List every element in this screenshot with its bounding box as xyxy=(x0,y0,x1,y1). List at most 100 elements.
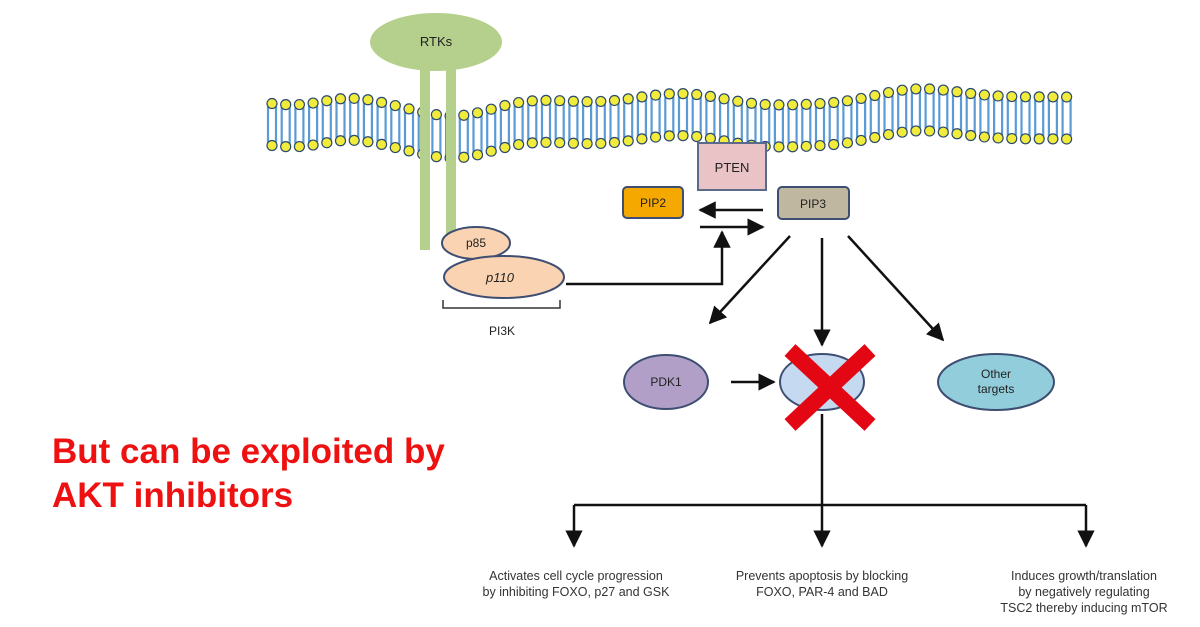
lipid-head xyxy=(841,137,854,149)
outcome-apoptosis-line2: FOXO, PAR-4 and BAD xyxy=(756,585,888,599)
lipid-head xyxy=(649,131,662,143)
lipid-head xyxy=(362,136,374,148)
other-targets-node: Other targets xyxy=(937,353,1055,411)
lipid-head xyxy=(608,94,621,107)
lipid-head xyxy=(458,109,470,121)
lipid-head xyxy=(403,145,415,157)
lipid-head xyxy=(1019,133,1032,145)
cell-membrane xyxy=(266,83,1073,164)
lipid-head xyxy=(636,133,648,145)
lipid-head xyxy=(992,90,1004,102)
lipid-head xyxy=(376,138,388,150)
lipid-head xyxy=(595,95,607,108)
lipid-head xyxy=(554,137,566,149)
lipid-head xyxy=(608,136,621,149)
lipid-head xyxy=(1060,133,1073,145)
lipid-head xyxy=(1033,133,1045,145)
lipid-head xyxy=(376,96,388,108)
lipid-head xyxy=(266,97,278,110)
lipid-head xyxy=(636,91,648,103)
other-targets-label-line1: Other xyxy=(981,367,1011,381)
lipid-head xyxy=(677,88,689,100)
outcome-cell-cycle-line2: by inhibiting FOXO, p27 and GSK xyxy=(483,585,671,599)
outcome-growth-line1: Induces growth/translation xyxy=(1011,569,1157,583)
lipid-head xyxy=(293,140,305,153)
lipid-head xyxy=(622,135,634,147)
lipid-head xyxy=(882,86,895,99)
receptor-stalk-left xyxy=(420,58,430,250)
lipid-head xyxy=(499,141,511,154)
pip2-node: PIP2 xyxy=(622,186,684,219)
lipid-head xyxy=(951,86,963,98)
p110-to-conversion-arrow xyxy=(566,230,731,286)
lipid-head xyxy=(704,132,717,144)
pten-label: PTEN xyxy=(715,160,750,175)
other-targets-label-line2: targets xyxy=(978,382,1015,396)
akt-inhibition-cross xyxy=(784,344,876,431)
lipid-head xyxy=(622,93,634,105)
lipid-head xyxy=(293,98,305,111)
lipid-head xyxy=(896,84,908,96)
outcome-apoptosis-line1: Prevents apoptosis by blocking xyxy=(736,569,908,583)
p110-ellipse xyxy=(443,255,565,299)
outcome-growth-line2: by negatively regulating xyxy=(1018,585,1149,599)
lipid-head xyxy=(691,88,703,101)
lipid-head xyxy=(1006,132,1018,145)
pten-box xyxy=(697,142,767,191)
pdk1-ellipse xyxy=(623,354,709,410)
rtks-ellipse xyxy=(370,13,502,71)
lipid-head xyxy=(554,95,566,107)
lipid-head xyxy=(266,139,278,152)
lipid-head xyxy=(800,140,812,152)
outcome-cell-cycle-line1: Activates cell cycle progression xyxy=(489,569,663,583)
lipid-head xyxy=(814,97,826,110)
lipid-head xyxy=(718,93,730,105)
receptor-stalk-right xyxy=(446,58,456,240)
lipid-head xyxy=(910,83,922,95)
lipid-head xyxy=(1006,90,1018,103)
lipid-head xyxy=(512,96,525,109)
lipid-head xyxy=(321,95,333,107)
lipid-head xyxy=(430,151,442,163)
pi3k-complex: p85 p110 PI3K xyxy=(441,226,565,338)
lipid-head xyxy=(471,149,484,161)
lipid-head xyxy=(965,129,977,142)
lipid-head xyxy=(869,131,881,144)
lipid-head xyxy=(732,95,744,107)
lipid-head xyxy=(348,134,360,146)
pdk1-node: PDK1 xyxy=(623,354,709,410)
lipid-head xyxy=(923,125,936,137)
headline-line2: AKT inhibitors xyxy=(52,476,294,515)
pip2-box xyxy=(622,186,684,219)
lipid-head xyxy=(937,126,949,138)
lipid-head xyxy=(841,95,854,107)
lipid-head xyxy=(280,99,292,111)
lipid-head xyxy=(937,84,949,96)
lipid-head xyxy=(567,137,580,149)
lipid-head xyxy=(430,109,442,121)
p85-label: p85 xyxy=(466,236,486,250)
lipid-head xyxy=(992,132,1004,144)
lipid-head xyxy=(567,95,580,107)
lipid-head xyxy=(540,94,552,106)
lipid-head xyxy=(581,138,593,150)
lipid-head xyxy=(814,139,826,152)
lipid-head xyxy=(704,90,717,102)
lipid-head xyxy=(1033,91,1045,103)
lipid-head xyxy=(828,96,840,109)
lipid-head xyxy=(348,92,360,104)
lipid-head xyxy=(581,96,593,108)
other-targets-ellipse xyxy=(937,353,1055,411)
lipid-head xyxy=(773,141,785,153)
lipid-head xyxy=(485,103,497,115)
lipid-head xyxy=(649,89,662,101)
lipid-head xyxy=(307,97,319,109)
lipid-head xyxy=(485,145,497,157)
pten-node: PTEN xyxy=(697,142,767,191)
lipid-head xyxy=(663,130,675,142)
lipid-head xyxy=(828,138,840,151)
lipid-head xyxy=(855,134,867,147)
pip2-label: PIP2 xyxy=(640,196,666,210)
lipid-head xyxy=(882,128,895,141)
